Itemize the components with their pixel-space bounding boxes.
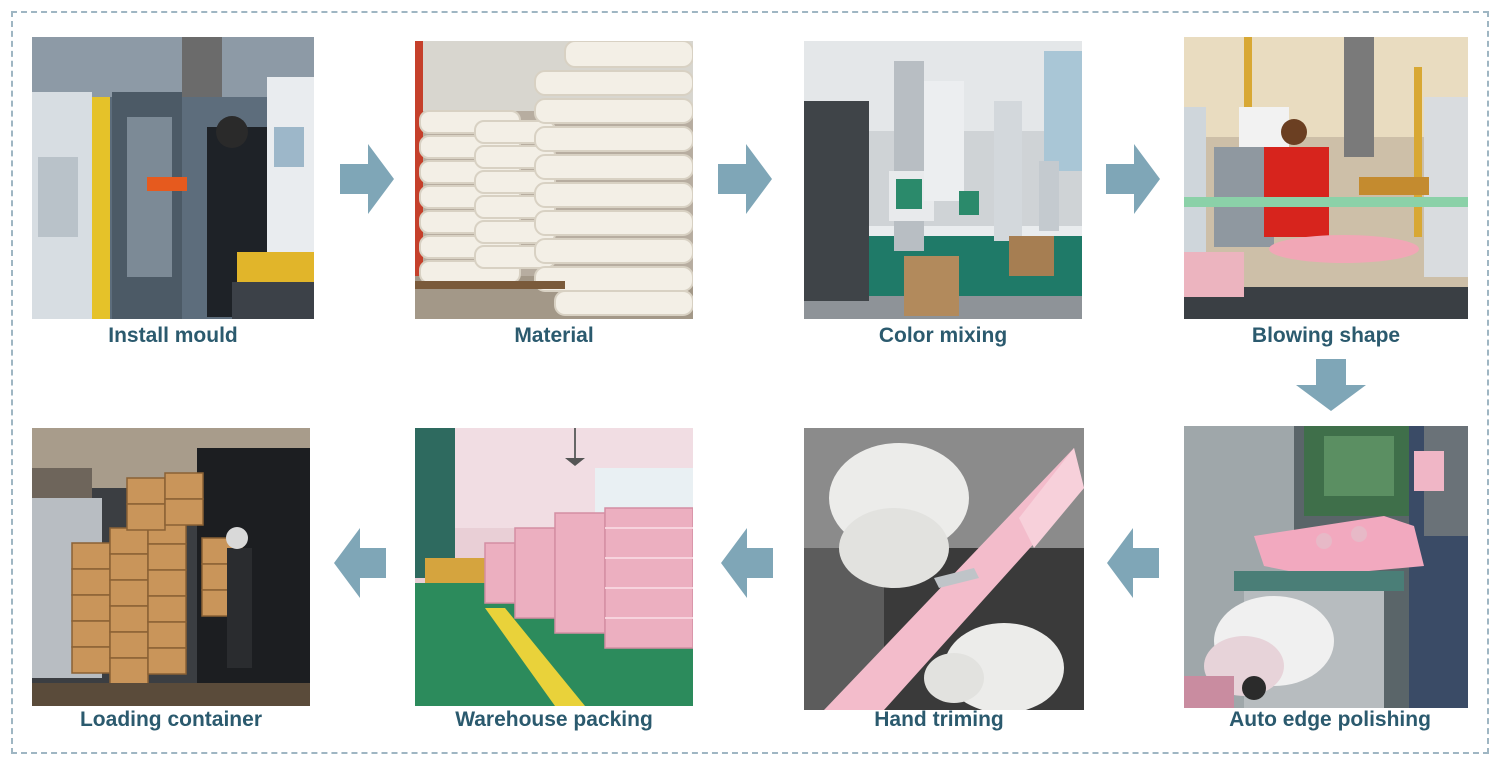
arrow-right-icon bbox=[1106, 144, 1160, 214]
loading-container-photo bbox=[32, 428, 310, 706]
arrow-left-icon bbox=[334, 528, 386, 598]
arrow-left-icon bbox=[1107, 528, 1159, 598]
arrow-right-icon bbox=[340, 144, 394, 214]
step-label-blowing-shape: Blowing shape bbox=[1251, 324, 1401, 347]
arrow-right-icon bbox=[718, 144, 772, 214]
color-mixing-photo bbox=[804, 41, 1082, 319]
step-label-material: Material bbox=[514, 324, 594, 347]
warehouse-packing-photo bbox=[415, 428, 693, 706]
arrow-left-icon bbox=[721, 528, 773, 598]
step-label-install-mould: Install mould bbox=[108, 324, 238, 347]
blowing-shape-photo bbox=[1184, 37, 1468, 319]
step-label-loading-container: Loading container bbox=[79, 708, 262, 731]
step-label-warehouse-packing: Warehouse packing bbox=[455, 708, 653, 731]
auto-edge-polishing-photo bbox=[1184, 426, 1468, 708]
arrow-down-icon bbox=[1296, 359, 1366, 411]
material-photo bbox=[415, 41, 693, 319]
step-label-color-mixing: Color mixing bbox=[878, 324, 1008, 347]
process-flow-border bbox=[11, 11, 1489, 754]
step-label-hand-triming: Hand triming bbox=[874, 708, 1004, 731]
step-label-auto-edge-polishing: Auto edge polishing bbox=[1229, 708, 1431, 731]
hand-triming-photo bbox=[804, 428, 1084, 710]
install-mould-photo bbox=[32, 37, 314, 319]
